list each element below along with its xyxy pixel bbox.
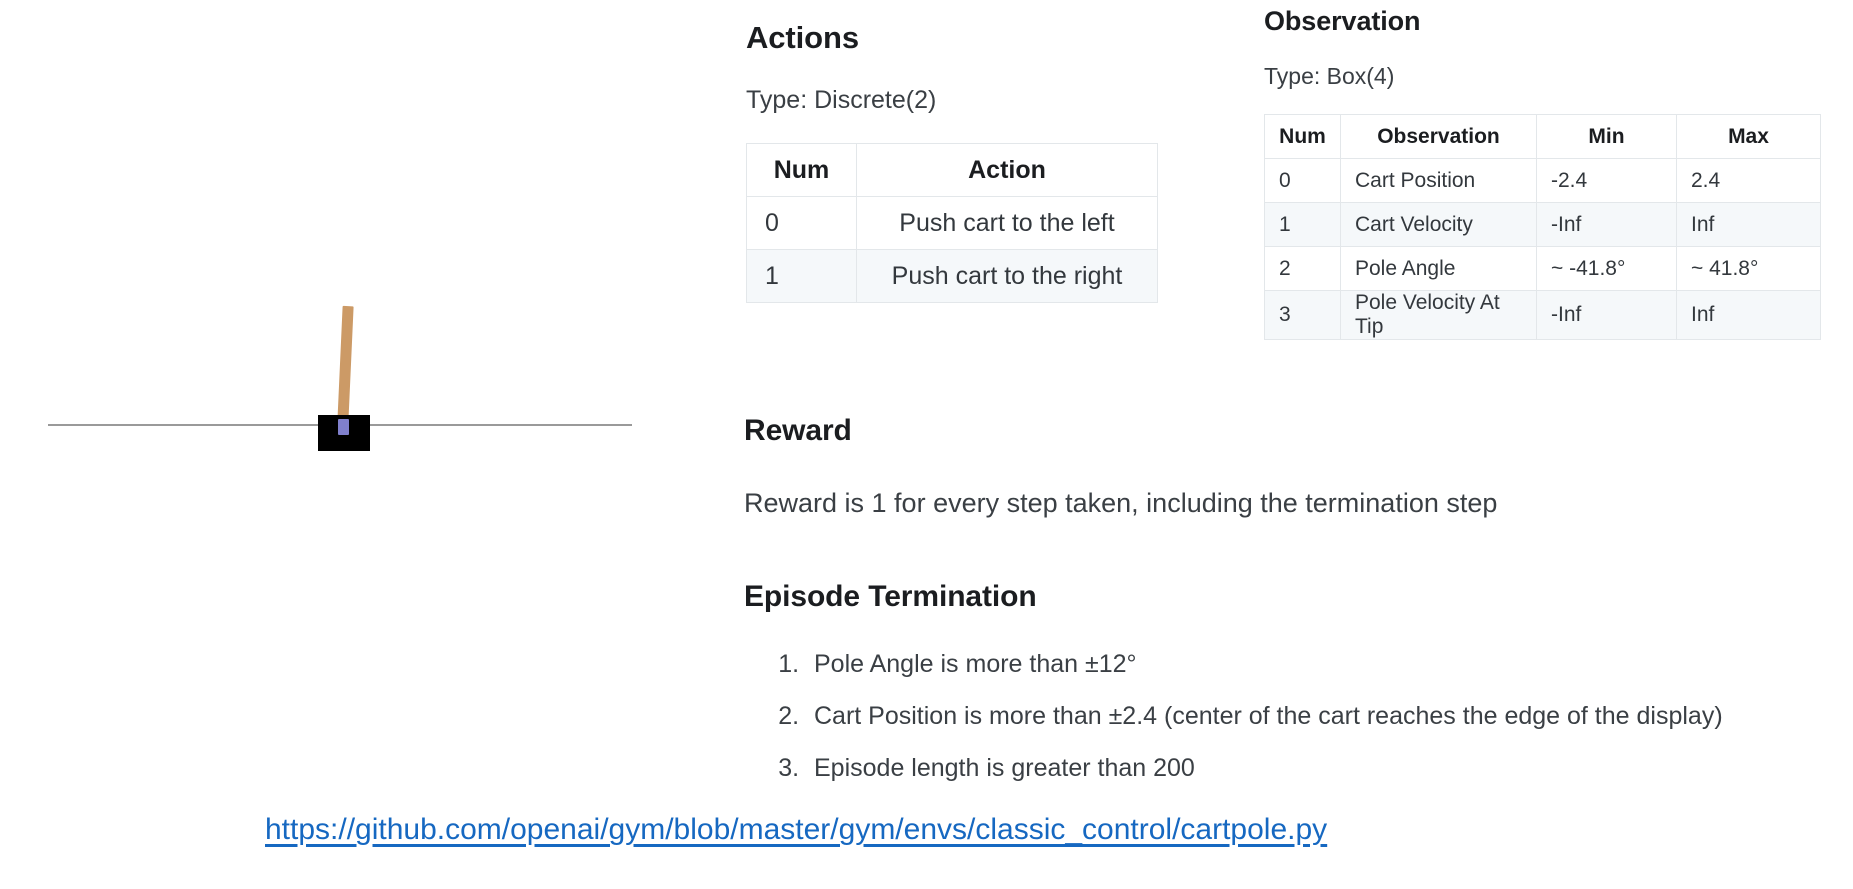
list-item: Cart Position is more than ±2.4 (center … xyxy=(806,702,1844,731)
cell-max: Inf xyxy=(1676,290,1821,340)
actions-section: Actions Type: Discrete(2) Num Action 0 P… xyxy=(746,20,1166,303)
table-header-row: Num Action xyxy=(746,143,1158,197)
episode-termination-heading: Episode Termination xyxy=(744,580,1037,613)
actions-col-action: Action xyxy=(856,143,1158,197)
reward-description: Reward is 1 for every step taken, includ… xyxy=(744,488,1498,518)
observation-col-observation: Observation xyxy=(1340,114,1537,159)
episode-termination-section: Episode Termination Pole Angle is more t… xyxy=(744,580,1844,783)
cell-min: -2.4 xyxy=(1536,158,1677,203)
observation-section: Observation Type: Box(4) Num Observation… xyxy=(1264,6,1824,340)
table-row: 1 Push cart to the right xyxy=(746,249,1158,303)
cell-observation: Cart Velocity xyxy=(1340,202,1537,247)
cartpole-axle-icon xyxy=(338,419,349,435)
cell-observation: Cart Position xyxy=(1340,158,1537,203)
table-row: 2 Pole Angle ~ -41.8° ~ 41.8° xyxy=(1264,246,1821,291)
list-item: Episode length is greater than 200 xyxy=(806,754,1844,783)
cell-num: 1 xyxy=(1264,202,1341,247)
cell-min: -Inf xyxy=(1536,290,1677,340)
cell-action: Push cart to the left xyxy=(856,196,1158,250)
actions-heading: Actions xyxy=(746,20,859,55)
table-row: 3 Pole Velocity At Tip -Inf Inf xyxy=(1264,290,1821,340)
table-header-row: Num Observation Min Max xyxy=(1264,114,1821,159)
observation-table: Num Observation Min Max 0 Cart Position … xyxy=(1264,114,1821,340)
cell-observation: Pole Velocity At Tip xyxy=(1340,290,1537,340)
cell-max: 2.4 xyxy=(1676,158,1821,203)
cell-num: 0 xyxy=(746,196,857,250)
episode-termination-list: Pole Angle is more than ±12° Cart Positi… xyxy=(744,650,1844,783)
reward-section: Reward Reward is 1 for every step taken,… xyxy=(744,414,1834,519)
reward-heading: Reward xyxy=(744,414,852,447)
observation-col-min: Min xyxy=(1536,114,1677,159)
cell-action: Push cart to the right xyxy=(856,249,1158,303)
table-row: 1 Cart Velocity -Inf Inf xyxy=(1264,202,1821,247)
table-row: 0 Push cart to the left xyxy=(746,196,1158,250)
actions-type-line: Type: Discrete(2) xyxy=(746,86,937,114)
list-item: Pole Angle is more than ±12° xyxy=(806,650,1844,679)
cell-min: -Inf xyxy=(1536,202,1677,247)
observation-heading: Observation xyxy=(1264,6,1421,36)
actions-table: Num Action 0 Push cart to the left 1 Pus… xyxy=(746,143,1158,303)
observation-type-line: Type: Box(4) xyxy=(1264,63,1395,89)
cell-num: 1 xyxy=(746,249,857,303)
cell-max: ~ 41.8° xyxy=(1676,246,1821,291)
cartpole-figure xyxy=(0,0,700,800)
source-url-link[interactable]: https://github.com/openai/gym/blob/maste… xyxy=(265,813,1328,846)
cell-num: 2 xyxy=(1264,246,1341,291)
observation-col-max: Max xyxy=(1676,114,1821,159)
cell-observation: Pole Angle xyxy=(1340,246,1537,291)
cell-num: 3 xyxy=(1264,290,1341,340)
cell-num: 0 xyxy=(1264,158,1341,203)
table-row: 0 Cart Position -2.4 2.4 xyxy=(1264,158,1821,203)
actions-col-num: Num xyxy=(746,143,857,197)
cell-max: Inf xyxy=(1676,202,1821,247)
cell-min: ~ -41.8° xyxy=(1536,246,1677,291)
observation-col-num: Num xyxy=(1264,114,1341,159)
